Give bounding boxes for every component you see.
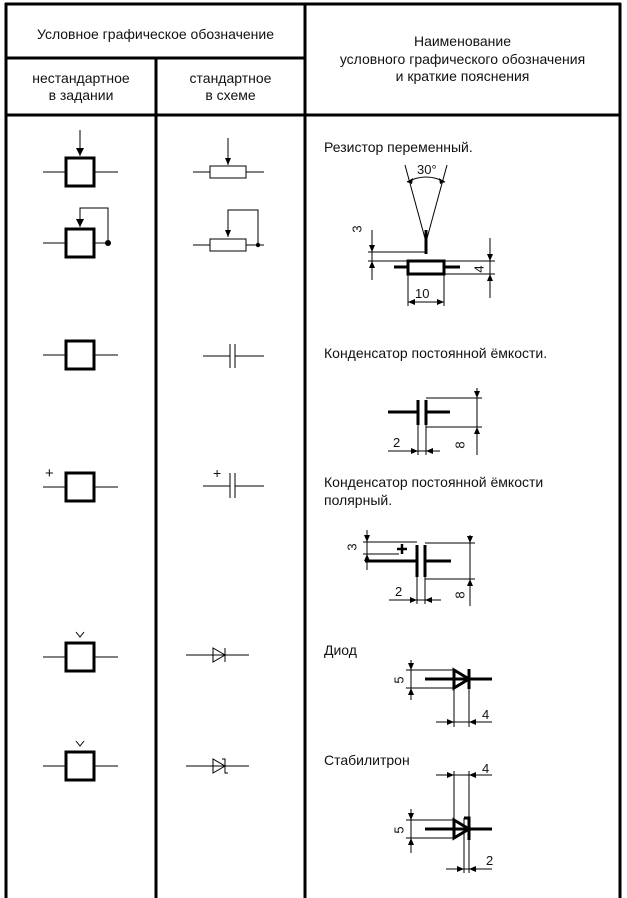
std-diode-symbol: [186, 647, 249, 663]
dim-polar-gap: 2: [395, 584, 403, 599]
dim-polar-plus-offset: 3: [344, 543, 360, 551]
zener-dimension-drawing: [406, 771, 492, 873]
nonstd-plus-mark: +: [45, 465, 54, 482]
row-title-variable-resistor: Резистор переменный.: [324, 139, 473, 155]
dim-zener-width: 4: [482, 761, 490, 776]
row-title-zener: Стабилитрон: [324, 752, 410, 768]
capacitor-dimension-drawing: [388, 388, 482, 455]
header-nonstd-line2: в задании: [48, 87, 114, 103]
row-title-capacitor: Конденсатор постоянной ёмкости.: [324, 345, 548, 361]
dim-resistor-width: 10: [415, 286, 430, 301]
nonstd-variable-resistor-symbol: [43, 130, 118, 259]
dim-zener-bar: 2: [486, 853, 494, 868]
dim-resistor-angle: 30°: [417, 162, 437, 177]
std-variable-resistor-symbol: [193, 138, 264, 252]
row-title-diode: Диод: [324, 642, 357, 658]
std-zener-symbol: [186, 758, 249, 774]
header-symbol-group: Условное графическое обозначение: [36, 26, 275, 42]
header-name-line2: условного графического обозначения: [339, 51, 586, 67]
dim-zener-height: 5: [391, 826, 407, 834]
header-name-line3: и краткие пояснения: [395, 68, 530, 84]
diode-dimension-drawing: [406, 660, 492, 727]
nonstd-diode-symbol: [43, 631, 118, 673]
header-nonstd-line1: нестандартное: [32, 70, 130, 86]
nonstd-capacitor-symbol: [43, 339, 118, 371]
header-name-line1: Наименование: [413, 33, 512, 49]
dim-cap-gap: 2: [393, 435, 401, 450]
dim-diode-height: 5: [391, 676, 407, 684]
std-capacitor-symbol: [203, 344, 264, 368]
nonstd-polar-capacitor-symbol: [43, 471, 118, 503]
resistor-dimension-drawing: [368, 164, 495, 306]
dim-resistor-height: 4: [471, 265, 487, 273]
std-plus-mark: +: [213, 465, 222, 481]
std-polar-capacitor-symbol: [203, 473, 264, 498]
header-std-line2: в схеме: [205, 87, 256, 103]
dim-diode-width: 4: [482, 707, 490, 722]
row-title-polar-capacitor-line1: Конденсатор постоянной ёмкости: [324, 474, 544, 490]
nonstd-zener-symbol: [43, 740, 118, 782]
polar-capacitor-dimension-drawing: [363, 530, 475, 606]
row-title-polar-capacitor-line2: полярный.: [324, 492, 393, 508]
dim-resistor-offset: 3: [349, 225, 365, 233]
dim-polar-height: 8: [452, 591, 468, 599]
dim-cap-height: 8: [452, 441, 468, 449]
header-std-line1: стандартное: [189, 70, 272, 86]
